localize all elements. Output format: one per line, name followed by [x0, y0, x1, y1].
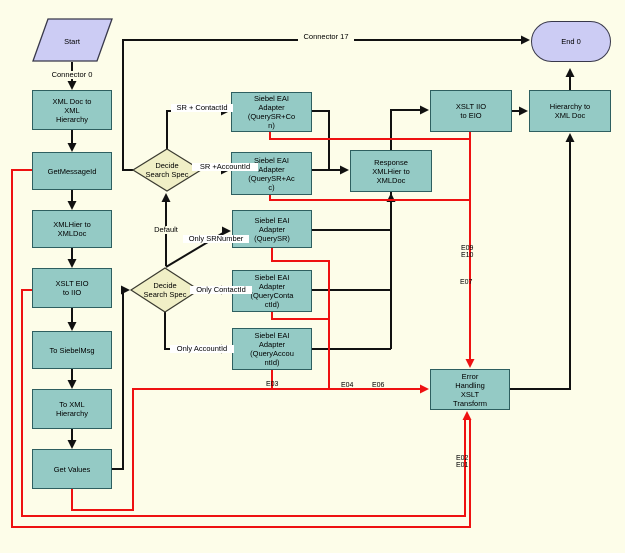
node-query-sr: Siebel EAI Adapter (QuerySR): [232, 210, 312, 248]
node-xslt-iio-to-eio: XSLT IIO to EIO: [430, 90, 512, 132]
label-sr-contactid: SR + ContactId: [171, 103, 233, 113]
errorhandling-out-line: [510, 141, 571, 390]
error-querysr-line: [271, 248, 330, 388]
label-e09: E09: [461, 245, 474, 252]
querysrcon-out-line: [312, 110, 330, 169]
node-xmlhier-to-xmldoc: XMLHier to XMLDoc: [32, 210, 112, 248]
node-getmessageid: GetMessageId: [32, 152, 112, 190]
label-e02: E02: [456, 455, 469, 462]
decision-diamond-2: [129, 267, 201, 313]
node-end-0: End 0: [531, 21, 611, 62]
node-get-values: Get Values: [32, 449, 112, 489]
node-error-handling: Error Handling XSLT Transform: [430, 369, 510, 410]
error-e02-line: [21, 289, 466, 517]
error-e01-line: [11, 169, 471, 528]
node-xslt-eio-to-iio: XSLT EIO to IIO: [32, 268, 112, 308]
label-default: Default: [147, 225, 185, 235]
node-hierarchy-to-xml-doc: Hierarchy to XML Doc: [529, 90, 611, 132]
label-only-srnumber: Only SRNumber: [183, 234, 249, 244]
label-connector-17: Connector 17: [298, 32, 354, 42]
label-e07: E07: [460, 279, 473, 286]
start-shape: [32, 18, 113, 62]
node-query-sr-con: Siebel EAI Adapter (QuerySR+Co n): [231, 92, 312, 132]
node-to-xml-hierarchy: To XML Hierarchy: [32, 389, 112, 429]
label-e01: E01: [456, 462, 469, 469]
node-response-xmlhier: Response XMLHier to XMLDoc: [350, 150, 432, 192]
node-to-siebelmsg: To SiebelMsg: [32, 331, 112, 369]
response-riser-line: [390, 109, 421, 349]
node-query-sr-acc: Siebel EAI Adapter (QuerySR+Ac c): [231, 152, 312, 195]
label-e03: E03: [266, 381, 279, 388]
error-querycontactid-line: [271, 312, 329, 320]
decision-label-2: Decide Search Spec: [143, 281, 187, 299]
label-e06: E06: [372, 382, 385, 389]
label-sr-accountid: SR +AccountId: [192, 162, 258, 172]
decision-diamond-1: [131, 148, 203, 192]
error-e09-line: [269, 132, 470, 140]
label-only-accountid: Only AccountId: [170, 344, 234, 354]
label-connector-0: Connector 0: [44, 70, 100, 80]
decision-label-1: Decide Search Spec: [145, 161, 189, 179]
error-e07-line: [269, 195, 470, 201]
node-query-accountid: Siebel EAI Adapter (QueryAccou ntId): [232, 328, 312, 370]
error-e04-line: [71, 388, 420, 511]
getvalues-to-decision-line: [112, 290, 124, 470]
label-only-contactid: Only ContactId: [190, 285, 252, 295]
node-start: Start: [64, 36, 80, 46]
label-e10: E10: [461, 252, 474, 259]
node-xml-doc-to-xml-hierarchy: XML Doc to XML Hierarchy: [32, 90, 112, 130]
label-e04: E04: [341, 382, 354, 389]
sr-contactid-line: [166, 110, 223, 149]
